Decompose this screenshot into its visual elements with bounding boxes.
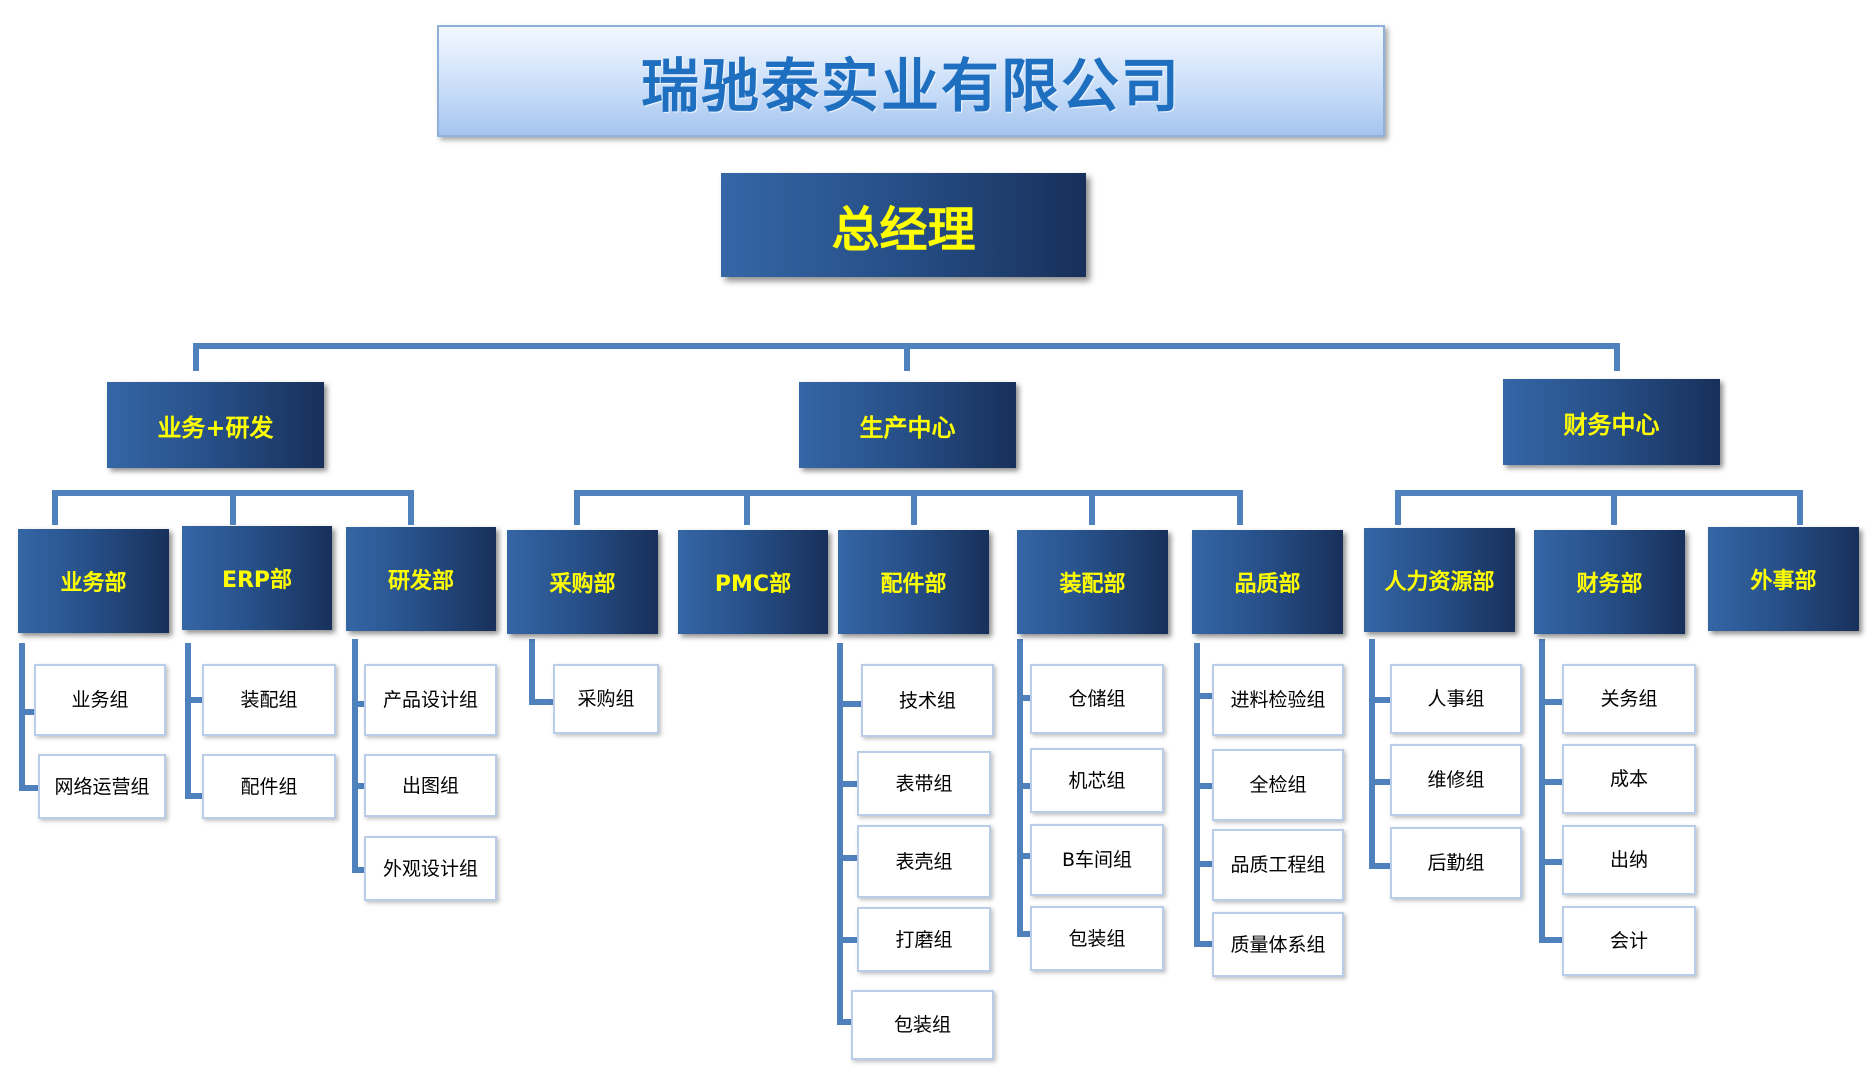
group-box: 品质工程组 bbox=[1212, 829, 1344, 901]
dept-assembly: 装配部 bbox=[1017, 530, 1168, 634]
group-box: 机芯组 bbox=[1030, 748, 1164, 813]
dept-finance: 财务部 bbox=[1534, 530, 1685, 634]
company-title: 瑞驰泰实业有限公司 bbox=[640, 52, 1181, 120]
dept-rd: 研发部 bbox=[346, 527, 496, 631]
dept-purchase: 采购部 bbox=[507, 530, 658, 634]
center-sales-rd: 业务+研发 bbox=[107, 382, 324, 468]
group-box: 人事组 bbox=[1390, 664, 1522, 734]
group-box: 进料检验组 bbox=[1212, 664, 1344, 736]
group-box: 外观设计组 bbox=[364, 836, 497, 901]
group-box: 全检组 bbox=[1212, 749, 1344, 821]
ceo-label: 总经理 bbox=[831, 202, 976, 258]
group-box: 成本 bbox=[1562, 744, 1696, 814]
group-box: 业务组 bbox=[34, 664, 166, 736]
dept-pmc: PMC部 bbox=[678, 530, 828, 634]
dept-foreign: 外事部 bbox=[1708, 527, 1859, 631]
group-box: 出纳 bbox=[1562, 825, 1696, 895]
group-box: 配件组 bbox=[202, 754, 336, 819]
dept-sales: 业务部 bbox=[18, 529, 169, 633]
group-box: 仓储组 bbox=[1030, 664, 1164, 734]
group-box: 关务组 bbox=[1562, 664, 1696, 734]
center-production: 生产中心 bbox=[799, 382, 1016, 468]
dept-parts: 配件部 bbox=[838, 530, 989, 634]
group-box: 出图组 bbox=[364, 754, 497, 817]
group-box: 维修组 bbox=[1390, 744, 1522, 816]
group-box: 会计 bbox=[1562, 906, 1696, 976]
group-box: 包装组 bbox=[851, 990, 994, 1060]
company-title-banner: 瑞驰泰实业有限公司 bbox=[437, 25, 1385, 137]
ceo-box: 总经理 bbox=[721, 173, 1086, 277]
group-box: 技术组 bbox=[861, 664, 994, 737]
group-box: 质量体系组 bbox=[1212, 912, 1344, 977]
group-box: 装配组 bbox=[202, 664, 336, 736]
group-box: 包装组 bbox=[1030, 906, 1164, 971]
group-box: 后勤组 bbox=[1390, 827, 1522, 899]
group-box: 网络运营组 bbox=[38, 754, 166, 819]
group-box: B车间组 bbox=[1030, 824, 1164, 896]
group-box: 采购组 bbox=[553, 664, 659, 734]
dept-hr: 人力资源部 bbox=[1364, 528, 1515, 632]
group-box: 表壳组 bbox=[857, 825, 991, 898]
dept-erp: ERP部 bbox=[182, 526, 332, 630]
group-box: 打磨组 bbox=[857, 907, 991, 972]
group-box: 表带组 bbox=[857, 751, 991, 816]
group-box: 产品设计组 bbox=[364, 664, 497, 736]
center-finance: 财务中心 bbox=[1503, 379, 1720, 465]
dept-quality: 品质部 bbox=[1192, 530, 1343, 634]
